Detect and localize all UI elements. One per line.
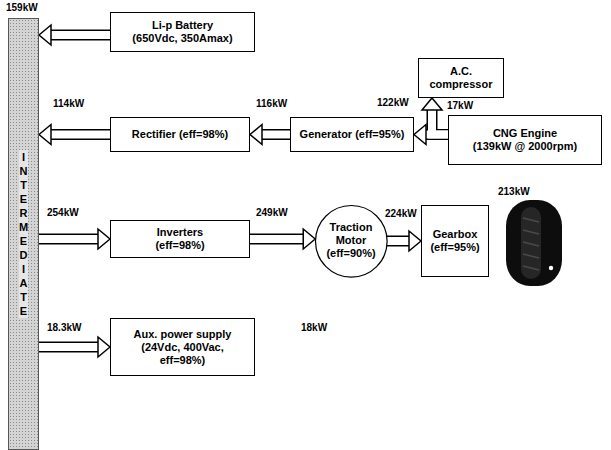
tire-tread-lines — [523, 218, 539, 270]
battery-box: Li-p Battery(650Vdc, 350Amax) — [110, 12, 255, 52]
arrow-head — [250, 125, 262, 145]
engine-box: CNG Engine(139kW @ 2000rpm) — [448, 115, 602, 165]
power-value: 213kW — [497, 186, 531, 198]
rectifier-box: Rectifier (eff=98%) — [110, 117, 250, 152]
arrow-head — [409, 231, 421, 251]
power-value: 159kW — [5, 2, 39, 14]
arrow-head — [39, 25, 51, 45]
component-text: Gearbox — [433, 228, 478, 241]
bus-label: INTERMEDIATE — [19, 150, 28, 319]
circle-outline-shape — [315, 205, 387, 277]
power-value: 17kW — [446, 100, 474, 112]
component-text: Aux. power supply — [134, 328, 232, 341]
power-flow-arrow — [50, 129, 110, 140]
tire-body — [506, 200, 562, 286]
component-text: (650Vdc, 350Amax) — [132, 32, 232, 45]
power-value: 116kW — [255, 98, 288, 110]
arrow-head — [414, 125, 426, 145]
component-text: (24Vdc, 400Vac, eff=98%) — [133, 341, 233, 367]
power-flow-arrow-fill — [387, 237, 410, 245]
power-flow-arrow — [50, 30, 110, 41]
power-flow-arrow — [39, 234, 99, 245]
component-text: (139kW @ 2000rpm) — [473, 140, 577, 153]
arrow-fill-layer — [39, 35, 448, 347]
tire-hub-dot — [549, 266, 553, 270]
component-text: A.C. compressor — [425, 65, 497, 91]
power-value: 249kW — [255, 207, 289, 219]
power-flow-arrow-fill — [250, 235, 304, 243]
power-value: 114kW — [52, 98, 85, 110]
power-flow-arrow — [425, 129, 448, 140]
bus-band: INTERMEDIATE — [8, 18, 39, 450]
generator-box: Generator (eff=95%) — [290, 117, 414, 152]
power-value: 224kW — [384, 208, 418, 220]
compressor-box: A.C. compressor — [418, 58, 504, 98]
tire-tread — [521, 207, 541, 279]
component-text: Generator (eff=95%) — [300, 128, 405, 141]
power-flow-arrow-fill — [39, 343, 99, 351]
component-text: (eff=98%) — [155, 239, 204, 252]
power-flow-arrow-fill — [50, 31, 110, 39]
power-flow-arrow — [261, 129, 290, 140]
component-text: Inverters — [157, 226, 203, 239]
inverter-box: Inverters(eff=98%) — [110, 220, 250, 258]
arrow-head — [98, 229, 110, 249]
power-value: 18.3kW — [46, 322, 82, 334]
arrow-head — [98, 337, 110, 357]
power-flow-arrow-fill — [39, 235, 99, 243]
power-value: 122kW — [376, 97, 410, 109]
component-text: (eff=90%) — [326, 247, 375, 260]
power-flow-arrow-fill — [261, 131, 290, 139]
power-flow-arrow — [39, 342, 99, 353]
gearbox-box: Gearbox(eff=95%) — [421, 205, 489, 277]
component-text: (eff=95%) — [430, 241, 479, 254]
arrow-head — [39, 125, 51, 145]
component-text: CNG Engine — [493, 127, 557, 140]
arrow-head — [422, 98, 442, 110]
power-flow-arrow-fill — [425, 131, 448, 139]
power-flow-arrow — [387, 236, 410, 247]
power-flow-arrow — [250, 234, 304, 245]
component-text: Rectifier (eff=98%) — [132, 128, 228, 141]
arrow-head — [303, 229, 315, 249]
motor-circle: Traction Motor(eff=90%) — [314, 204, 389, 279]
component-text: Traction Motor — [324, 221, 378, 247]
power-flow-arrow-fill — [50, 131, 110, 139]
arrow-outline-layer — [39, 35, 448, 347]
power-value: 18kW — [300, 322, 328, 334]
power-value: 254kW — [46, 207, 80, 219]
arrow-head-layer — [39, 25, 442, 357]
component-text: Li-p Battery — [152, 19, 213, 32]
tire-illustration — [506, 200, 562, 286]
aux-supply-box: Aux. power supply(24Vdc, 400Vac, eff=98%… — [110, 318, 255, 376]
